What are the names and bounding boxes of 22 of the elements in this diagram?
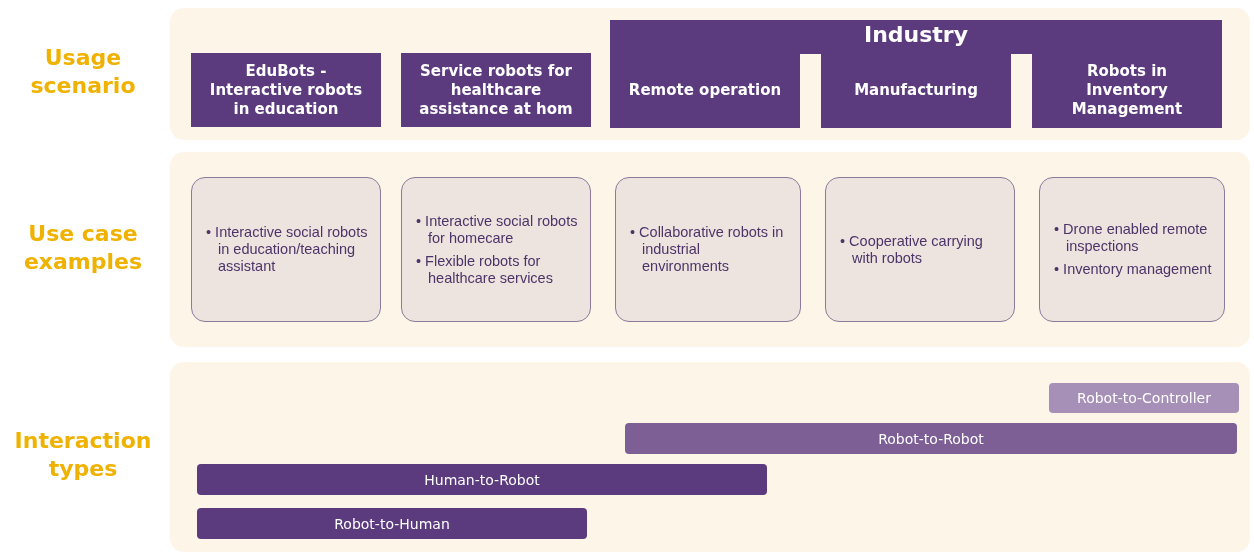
bullet-item: • Drone enabled remote inspections [1054, 221, 1209, 255]
bullet-item: • Cooperative carrying with robots [840, 232, 984, 267]
bullet-item: • Flexible robots for healthcare services [416, 252, 554, 287]
bullet-item: • Interactive social robots in education/teaching assistant [206, 224, 369, 275]
use-case-card [401, 177, 591, 322]
bullet-item: • Inventory management [1054, 261, 1213, 278]
use-case-card [191, 177, 381, 322]
scenario-box: EduBots - Interactive robots in education [191, 53, 381, 127]
bullet-item: • Collaborative robots in industrial environments [630, 224, 785, 275]
interaction-bar: Robot-to-Robot [625, 423, 1237, 454]
row-heading: Use case examples [22, 219, 144, 276]
row-heading: Interaction types [13, 427, 153, 483]
use-case-card [1039, 177, 1225, 322]
group-title: Industry [862, 22, 970, 47]
row-heading: Usage scenario [29, 44, 137, 100]
interaction-bar: Robot-to-Human [197, 508, 587, 539]
bullet-item: • Interactive social robots for homecare [416, 212, 579, 247]
scenario-box: Service robots for healthcare assistance at hom [401, 53, 591, 127]
interaction-bar: Robot-to-Controller [1049, 383, 1239, 413]
use-case-card [825, 177, 1015, 322]
use-case-card [615, 177, 801, 322]
interaction-bar: Human-to-Robot [197, 464, 767, 495]
